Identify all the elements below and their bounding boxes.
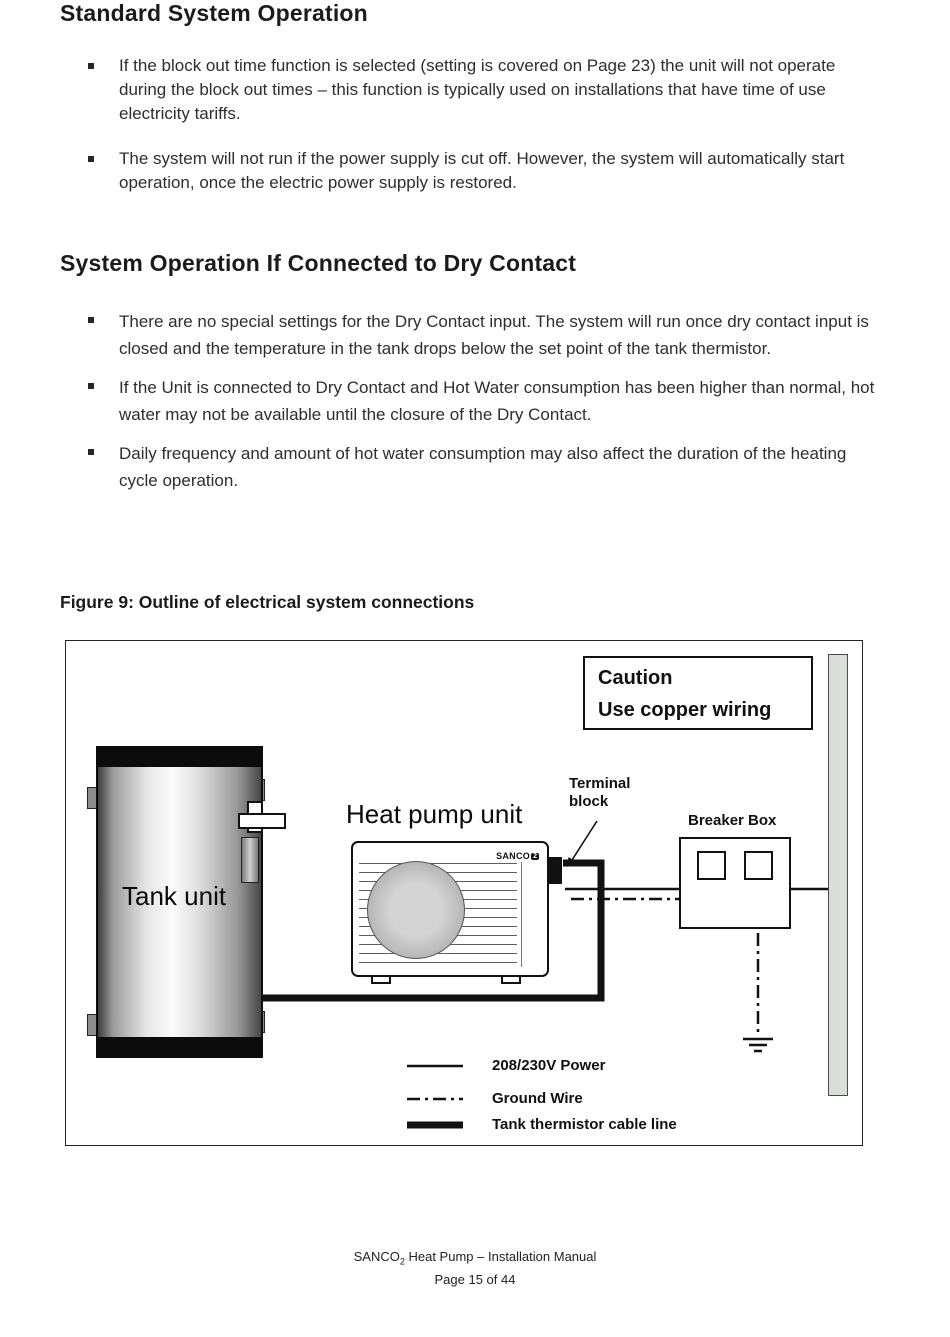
- breaker-box-label: Breaker Box: [688, 812, 777, 829]
- terminal-label-line2: block: [569, 793, 609, 810]
- tank-body: [98, 767, 261, 1037]
- figure-caption: Figure 9: Outline of electrical system c…: [60, 592, 475, 612]
- wall-strip: [828, 654, 848, 1096]
- caution-box: Caution Use copper wiring: [583, 656, 813, 730]
- list-item: The system will not run if the power sup…: [88, 147, 880, 195]
- bullet-icon: [88, 374, 119, 389]
- section-title-dry-contact: System Operation If Connected to Dry Con…: [60, 250, 577, 276]
- sanco-logo-sub: 2: [531, 852, 539, 860]
- legend-row-ground: Ground Wire: [406, 1090, 583, 1107]
- bullet-icon: [88, 440, 119, 455]
- bullet-icon: [88, 308, 119, 323]
- bullet-text: Daily frequency and amount of hot water …: [119, 444, 847, 490]
- caution-text: Use copper wiring: [598, 699, 772, 721]
- footer-brand: SANCO: [353, 1249, 400, 1264]
- terminal-block-connector: [549, 857, 562, 884]
- wiring-diagram-lines: [256, 820, 828, 1053]
- bullet-text: If the Unit is connected to Dry Contact …: [119, 378, 875, 424]
- figure-9-diagram: Caution Use copper wiring Tank unit Heat…: [65, 640, 863, 1146]
- terminal-block-label: Terminal block: [569, 775, 630, 811]
- legend-row-thermistor: Tank thermistor cable line: [406, 1116, 677, 1133]
- section-title-standard-operation: Standard System Operation: [60, 0, 368, 26]
- tank-pipe-horizontal: [238, 813, 286, 829]
- ground-symbol-icon: [743, 1037, 773, 1053]
- bullet-icon: [88, 54, 119, 69]
- breaker-switch: [697, 851, 726, 880]
- legend-label: 208/230V Power: [492, 1057, 606, 1074]
- tank-unit-label: Tank unit: [122, 881, 227, 911]
- terminal-arrow-icon: [567, 820, 598, 867]
- legend-thick-line-icon: [407, 1121, 463, 1128]
- list-item: There are no special settings for the Dr…: [88, 308, 880, 362]
- breaker-switch: [744, 851, 773, 880]
- footer-title-rest: Heat Pump – Installation Manual: [404, 1249, 597, 1264]
- list-item: If the Unit is connected to Dry Contact …: [88, 374, 880, 428]
- tank-bottom-cap: [98, 1037, 261, 1056]
- legend-label: Ground Wire: [492, 1090, 583, 1107]
- tank-thermistor-cable-line: [256, 859, 605, 1002]
- bullet-text: The system will not run if the power sup…: [119, 149, 845, 192]
- caution-title: Caution: [598, 667, 673, 689]
- tank-unit-drawing: Tank unit: [96, 746, 263, 1058]
- bullet-list-dry-contact: There are no special settings for the Dr…: [88, 308, 880, 494]
- legend-dashdot-line-icon: [407, 1097, 463, 1100]
- legend-label: Tank thermistor cable line: [492, 1116, 677, 1133]
- heat-pump-foot: [501, 975, 521, 984]
- bullet-text: If the block out time function is select…: [119, 56, 836, 123]
- sanco-logo: SANCO 2: [494, 850, 541, 862]
- footer-line1: SANCO2 Heat Pump – Installation Manual: [0, 1248, 950, 1271]
- heat-pump-foot: [371, 975, 391, 984]
- list-item: Daily frequency and amount of hot water …: [88, 440, 880, 494]
- tank-top-cap: [98, 748, 261, 767]
- footer-brand-sub: 2: [399, 1256, 405, 1267]
- heat-pump-panel-seam: [521, 855, 522, 967]
- terminal-label-line1: Terminal: [569, 775, 631, 792]
- legend-row-power: 208/230V Power: [406, 1057, 605, 1074]
- bullet-list-standard-operation: If the block out time function is select…: [88, 54, 880, 195]
- fan-icon: [367, 861, 465, 959]
- breaker-box-drawing: [679, 837, 791, 929]
- bullet-icon: [88, 147, 119, 162]
- heat-pump-drawing: SANCO 2: [351, 841, 549, 977]
- bullet-text: There are no special settings for the Dr…: [119, 312, 869, 358]
- footer-page-number: Page 15 of 44: [434, 1271, 516, 1287]
- page-footer: SANCO2 Heat Pump – Installation Manual P…: [0, 1248, 950, 1288]
- tank-fitting-cylinder: [241, 837, 259, 883]
- heat-pump-label: Heat pump unit: [346, 799, 523, 829]
- legend-solid-line-icon: [407, 1064, 463, 1067]
- list-item: If the block out time function is select…: [88, 54, 880, 126]
- sanco-logo-text: SANCO: [496, 851, 531, 861]
